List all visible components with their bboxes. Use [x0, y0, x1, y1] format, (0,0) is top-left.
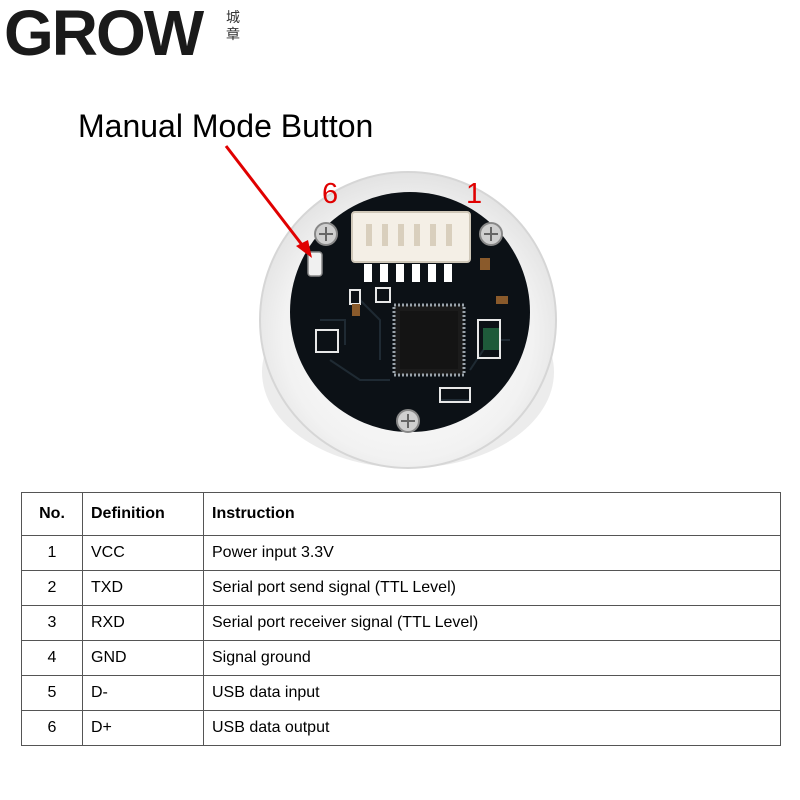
- table-row: 4 GND Signal ground: [21, 640, 781, 676]
- cell-definition: TXD: [82, 570, 204, 606]
- fingerprint-module-photo: [224, 145, 557, 469]
- table-header-row: No. Definition Instruction: [21, 492, 781, 536]
- pin-1-label: 1: [466, 178, 483, 210]
- connector-icon: [351, 211, 471, 263]
- arrow-icon: [224, 145, 308, 251]
- column-header-instruction: Instruction: [203, 492, 781, 536]
- cell-definition: GND: [82, 640, 204, 676]
- cell-definition: VCC: [82, 535, 204, 571]
- brand-logo-subtext: 城章: [226, 10, 240, 43]
- cell-no: 5: [21, 675, 83, 711]
- brand-logo: GROW 城章: [4, 0, 264, 72]
- table-row: 6 D+ USB data output: [21, 710, 781, 746]
- manual-mode-button-label: Manual Mode Button: [78, 108, 374, 144]
- cell-instruction: Serial port send signal (TTL Level): [203, 570, 781, 606]
- cell-definition: D-: [82, 675, 204, 711]
- component-icon: [483, 328, 499, 350]
- cell-definition: D+: [82, 710, 204, 746]
- cell-instruction: Signal ground: [203, 640, 781, 676]
- cell-instruction: USB data output: [203, 710, 781, 746]
- cell-no: 6: [21, 710, 83, 746]
- cell-instruction: USB data input: [203, 675, 781, 711]
- connector-solder-pads-icon: [364, 264, 452, 282]
- column-header-no: No.: [21, 492, 83, 536]
- arrowhead-icon: [296, 240, 312, 258]
- component-icon: [352, 258, 508, 316]
- pin-definition-table: No. Definition Instruction 1 VCC Power i…: [21, 492, 781, 746]
- brand-logo-text: GROW: [4, 0, 204, 69]
- cell-no: 1: [21, 535, 83, 571]
- cell-no: 4: [21, 640, 83, 676]
- pin-6-label: 6: [322, 178, 339, 210]
- pcb-traces-icon: [320, 299, 510, 401]
- cell-no: 2: [21, 570, 83, 606]
- column-header-definition: Definition: [82, 492, 204, 536]
- cell-instruction: Serial port receiver signal (TTL Level): [203, 605, 781, 641]
- cell-instruction: Power input 3.3V: [203, 535, 781, 571]
- cell-definition: RXD: [82, 605, 204, 641]
- table-row: 3 RXD Serial port receiver signal (TTL L…: [21, 605, 781, 641]
- manual-mode-button-icon: [307, 251, 323, 277]
- connector-pins-icon: [366, 224, 452, 246]
- cell-no: 3: [21, 605, 83, 641]
- table-row: 2 TXD Serial port send signal (TTL Level…: [21, 570, 781, 606]
- table-row: 1 VCC Power input 3.3V: [21, 535, 781, 571]
- table-row: 5 D- USB data input: [21, 675, 781, 711]
